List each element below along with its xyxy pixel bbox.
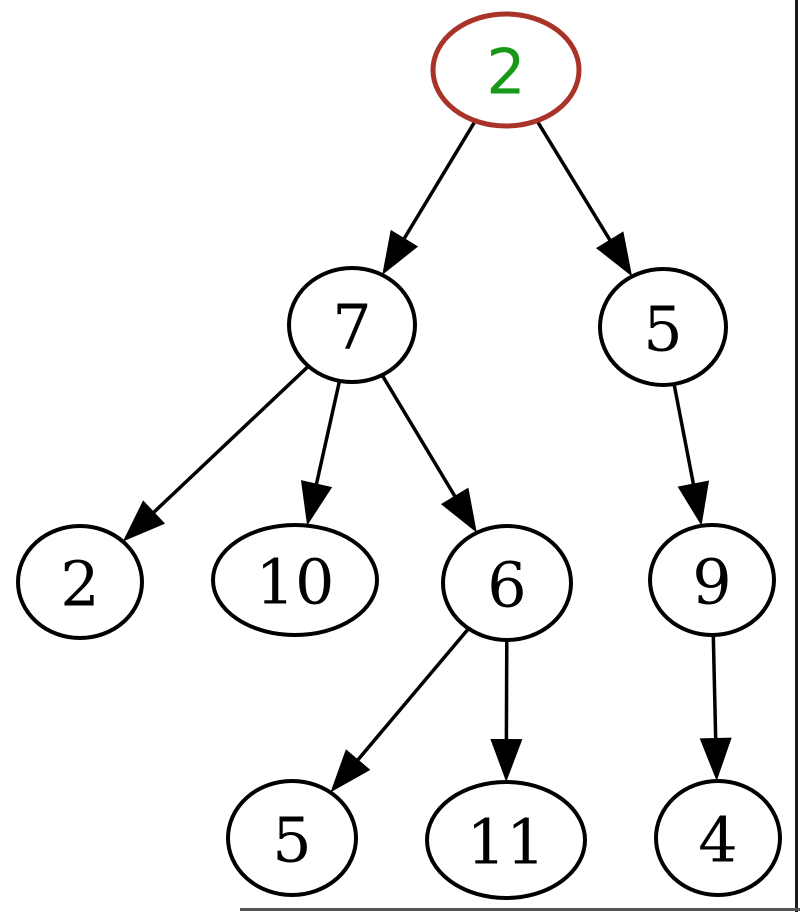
tree-node-n7: 7 bbox=[287, 266, 417, 384]
edge-root-to-n7 bbox=[382, 119, 477, 275]
tree-node-n9: 9 bbox=[648, 523, 776, 637]
node-ellipse bbox=[598, 267, 728, 387]
bottom-edge-line bbox=[240, 908, 800, 911]
edge-n7-to-n2 bbox=[122, 364, 310, 542]
arrowhead-icon bbox=[699, 737, 732, 782]
node-ellipse bbox=[425, 780, 587, 900]
tree-node-root: 2 bbox=[430, 11, 582, 129]
edge-n7-to-n6 bbox=[380, 374, 477, 533]
tree-node-n5b: 5 bbox=[226, 779, 358, 897]
edge-n6-to-n11 bbox=[490, 639, 523, 783]
tree-node-n2: 2 bbox=[16, 524, 144, 640]
root-node-ellipse bbox=[430, 11, 582, 129]
edge-line bbox=[401, 119, 477, 241]
tree-node-n10: 10 bbox=[211, 523, 379, 637]
arrowhead-icon bbox=[490, 738, 523, 783]
tree-node-n5a: 5 bbox=[598, 267, 728, 387]
node-ellipse bbox=[441, 524, 573, 642]
node-ellipse bbox=[648, 523, 776, 637]
node-label: 5 bbox=[272, 803, 311, 876]
arrowhead-icon bbox=[300, 480, 333, 526]
node-label: 2 bbox=[486, 35, 525, 108]
node-label: 5 bbox=[643, 292, 682, 365]
edge-line bbox=[314, 380, 342, 486]
tree-node-n6: 6 bbox=[441, 524, 573, 642]
arrowhead-icon bbox=[677, 480, 710, 526]
node-ellipse bbox=[211, 523, 379, 637]
edge-root-to-n5a bbox=[535, 119, 633, 277]
edge-line bbox=[535, 119, 613, 243]
node-label: 2 bbox=[60, 547, 99, 620]
arrowhead-icon bbox=[440, 487, 477, 533]
edge-line bbox=[355, 627, 470, 763]
node-ellipse bbox=[654, 779, 782, 897]
node-label: 11 bbox=[467, 805, 546, 878]
edge-line bbox=[151, 364, 310, 515]
node-label: 6 bbox=[487, 548, 526, 621]
edge-line bbox=[711, 634, 718, 741]
tree-node-n11: 11 bbox=[425, 780, 587, 900]
edge-n7-to-n10 bbox=[300, 380, 342, 526]
node-label: 10 bbox=[256, 545, 335, 618]
node-ellipse bbox=[226, 779, 358, 897]
node-label: 7 bbox=[332, 290, 371, 363]
arrowhead-icon bbox=[122, 500, 166, 542]
arrowhead-icon bbox=[382, 229, 419, 275]
edge-n6-to-n5b bbox=[330, 627, 470, 793]
node-label: 9 bbox=[692, 545, 731, 618]
edge-line bbox=[380, 374, 458, 499]
node-label: 4 bbox=[698, 803, 737, 876]
edge-line bbox=[672, 383, 696, 486]
arrowhead-icon bbox=[330, 749, 371, 793]
edge-n5a-to-n9 bbox=[672, 383, 710, 526]
node-ellipse bbox=[287, 266, 417, 384]
arrowhead-icon bbox=[596, 231, 633, 277]
node-ellipse bbox=[16, 524, 144, 640]
edge-n9-to-n4 bbox=[699, 634, 732, 782]
right-edge-line bbox=[795, 0, 798, 912]
tree-node-n4: 4 bbox=[654, 779, 782, 897]
